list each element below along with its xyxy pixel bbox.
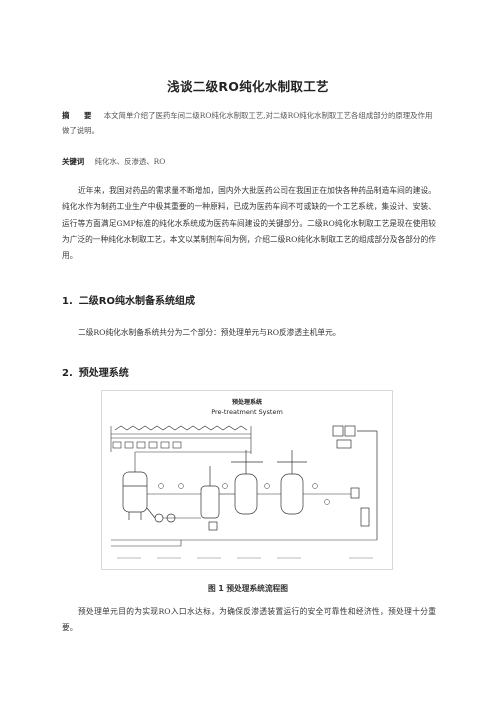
instruments [158, 483, 330, 505]
closing-paragraph: 预处理单元目的为实现RO入口水达标，为确保反渗透装置运行的安全可靠性和经济性，预… [62, 607, 436, 633]
multimedia-filter [200, 466, 220, 531]
document-title: 浅谈二级RO纯化水制取工艺 [167, 79, 329, 94]
abstract-text: 本文简单介绍了医药车间二级RO纯化水制取工艺,对二级RO纯化水制取工艺各组成部分… [62, 111, 433, 135]
dosing-header [110, 425, 252, 454]
keywords: 关键词 纯化水、反渗透、RO [62, 156, 165, 167]
pretreatment-flow-diagram: 预处理系统 Pre-treatment System [101, 390, 393, 570]
figure-title-en: Pre-treatment System [211, 408, 283, 416]
intro-paragraph: 近年来，我国对药品的需求量不断增加，国内外大批医药公司在我国正在加快各种药品制造… [62, 186, 436, 261]
figure-caption: 图 1 预处理系统流程图 [208, 584, 288, 593]
section-2-number: 2. [62, 368, 73, 379]
section-1-text: 二级RO纯化水制备系统共分为二个部分：预处理单元与RO反渗透主机单元。 [78, 328, 341, 337]
abstract-label: 摘 要 [62, 111, 98, 120]
section-1-number: 1. [62, 296, 73, 307]
main-piping [111, 451, 377, 547]
keywords-label: 关键词 [62, 157, 85, 166]
abstract: 摘 要 本文简单介绍了医药车间二级RO纯化水制取工艺,对二级RO纯化水制取工艺各… [62, 108, 436, 138]
figure-title-cn: 预处理系统 [232, 398, 262, 406]
keywords-text: 纯化水、反渗透、RO [94, 157, 166, 166]
section-1-heading: 1. 二级RO纯水制备系统组成 [62, 292, 195, 307]
section-2-heading: 2. 预处理系统 [62, 364, 129, 379]
section-2-title: 预处理系统 [78, 368, 129, 379]
right-units [332, 425, 378, 540]
section-1-title: 二级RO纯水制备系统组成 [78, 296, 195, 307]
